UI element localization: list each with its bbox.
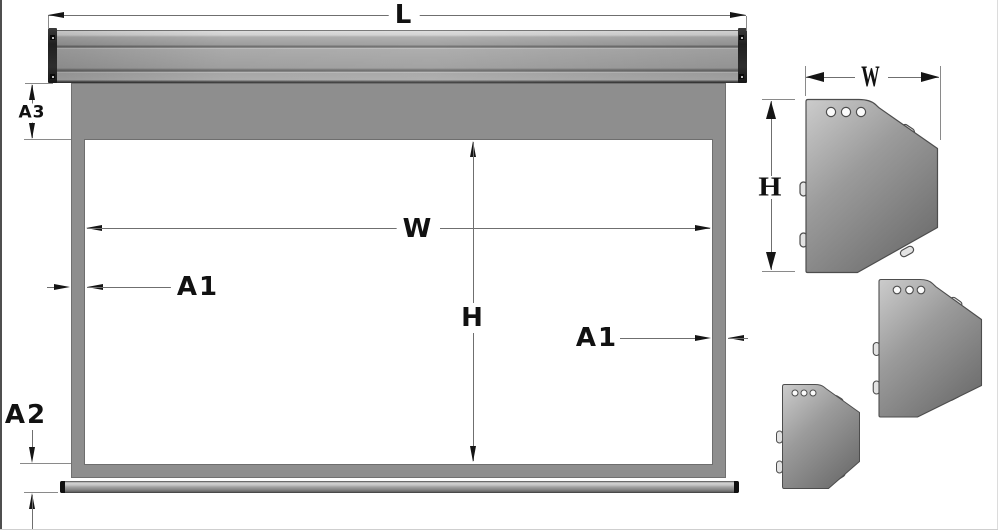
label-A3: A3 <box>14 103 50 123</box>
dimension-line <box>31 430 33 448</box>
extension-line <box>939 66 941 140</box>
bottom-weight-bar <box>60 481 739 493</box>
arrowhead-right-icon <box>730 11 746 18</box>
bolt-icon <box>50 35 55 40</box>
dimension-line <box>48 14 394 16</box>
arrowhead-down-icon <box>469 446 476 462</box>
label-A1-right: A1 <box>569 324 625 352</box>
screw-hole-icon <box>892 285 926 295</box>
casing-end-bracket-right <box>738 28 747 83</box>
canvas-left-edge <box>0 0 2 529</box>
extension-line <box>24 139 71 140</box>
arrowhead-down-icon <box>28 123 35 139</box>
extension-line <box>762 270 795 272</box>
arrowhead-up-icon <box>766 101 776 119</box>
extension-line <box>24 492 58 493</box>
label-H: H <box>455 304 491 332</box>
end-cap-body <box>782 384 860 489</box>
label-cap-H: H <box>758 171 784 202</box>
bolt-icon <box>50 74 55 79</box>
dimension-line <box>806 76 855 78</box>
dimension-line <box>87 286 177 288</box>
arrowhead-down-icon <box>766 252 776 270</box>
screen-viewing-area <box>85 140 712 464</box>
dimension-line <box>888 76 939 78</box>
dimension-line <box>87 228 397 229</box>
screw-hole-icon <box>825 106 867 118</box>
arrowhead-up-icon <box>28 84 35 100</box>
arrowhead-left-icon <box>806 72 824 82</box>
arrowhead-left-icon <box>48 11 64 18</box>
casing-end-bracket-left <box>48 28 57 83</box>
extension-line <box>762 98 795 100</box>
end-cap-body <box>878 278 983 418</box>
extension-line <box>25 83 53 84</box>
dimension-line <box>31 495 33 530</box>
end-cap-side-views <box>776 98 983 489</box>
extension-line <box>745 16 747 31</box>
arrowhead-right-icon <box>54 283 70 290</box>
dimension-line <box>472 142 474 303</box>
end-cap-medium <box>872 278 983 418</box>
label-A2: A2 <box>0 401 54 429</box>
dimension-line <box>770 101 772 176</box>
extension-line <box>20 463 71 464</box>
arrowhead-right-icon <box>695 334 711 341</box>
label-W: W <box>396 214 440 243</box>
bolt-icon <box>739 74 744 79</box>
label-L: L <box>388 1 420 29</box>
casing-body <box>55 30 739 83</box>
dimension-line <box>472 333 474 461</box>
end-cap-small <box>776 384 860 489</box>
dimension-line <box>728 337 748 339</box>
end-cap-large <box>799 98 939 274</box>
dimension-line <box>770 199 772 270</box>
extension-line <box>804 66 806 96</box>
bolt-icon <box>739 35 744 40</box>
end-cap-body <box>805 98 939 274</box>
label-cap-W: W <box>861 60 881 93</box>
canvas-right-edge <box>996 0 998 529</box>
arrowhead-right-icon <box>921 72 939 82</box>
arrowhead-right-icon <box>695 225 711 231</box>
extension-line <box>47 16 49 29</box>
dimension-line <box>620 337 705 339</box>
dimension-line <box>440 228 710 229</box>
dimension-line <box>414 14 746 16</box>
arrowhead-down-icon <box>28 447 35 463</box>
label-A1-left: A1 <box>170 273 226 301</box>
screw-hole-icon <box>791 389 817 397</box>
canvas-bottom-edge <box>0 528 998 530</box>
